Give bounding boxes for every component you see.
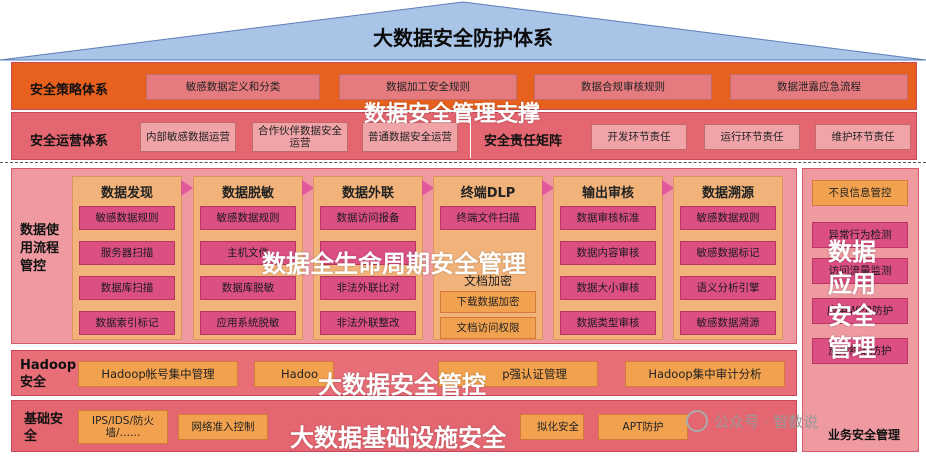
wechat-icon [686,410,708,432]
column-item: 敏感数据溯源 [680,311,776,335]
app-item: 应用WEB防护 [812,298,908,324]
roof-shape [0,1,926,61]
column-title: 数据外联 [341,186,394,201]
app-item: 不良信息管控 [812,180,908,206]
app-overlay-line: 应用 [828,270,876,298]
column-title: 数据溯源 [701,186,754,201]
column-item: 服务器扫描 [79,241,175,265]
column-item: 敏感数据规则 [200,206,296,230]
infra-overlay: 大数据基础设施安全 [290,424,506,452]
matrix-item: 开发环节责任 [591,124,687,150]
flow-arrow [302,180,314,196]
infra-item: IPS/IDS/防火墙/…… [78,410,168,444]
watermark: 公众号 · 智数说 [714,413,819,431]
column-item: 语义分析引擎 [680,276,776,300]
flow-arrow [181,180,193,196]
column-item: 敏感数据规则 [680,206,776,230]
column-item: 敏感数据标记 [680,241,776,265]
column-item: 文档加密 [463,274,512,288]
infra-item: 网络准入控制 [178,414,268,440]
strategy-item: 数据泄露应急流程 [730,74,908,100]
column-item: 数据审核标准 [560,206,656,230]
infra-label: 基础安全 [24,412,64,444]
column-item: 数据库扫描 [79,276,175,300]
app-item: 异常行为检测 [812,222,908,248]
section-divider [0,162,926,163]
hadoop-item: Hadoo [254,361,334,387]
app-item: 访问流量监测 [812,258,908,284]
operations-item: 内部敏感数据运营 [140,122,236,152]
column-item: 应用系统脱敏 [200,311,296,335]
matrix-item: 运行环节责任 [704,124,800,150]
operations-label: 安全运营体系 [30,134,109,149]
column-title: 数据发现 [100,186,153,201]
matrix-divider [470,116,471,158]
column-title: 数据脱敏 [221,186,274,201]
page-title: 大数据安全防护体系 [373,26,553,50]
hadoop-label: Hadoop安全 [20,358,77,390]
lifecycle-overlay: 数据全生命周期安全管理 [262,250,526,278]
strategy-item: 数据加工安全规则 [339,74,517,100]
flow-arrow [542,180,554,196]
operations-item: 普通数据安全运营 [362,122,458,152]
app-overlay-line: 数据 [828,238,876,266]
app-overlay-line: 管理 [828,334,876,362]
operations-item: 合作伙伴数据安全运营 [252,122,348,152]
flow-arrow [422,180,434,196]
column-item: 数据内容审核 [560,241,656,265]
hadoop-item: Hadoop集中审计分析 [625,361,785,387]
column-item: 数据库脱敏 [200,276,296,300]
column-item: 终端文件扫描 [440,206,536,230]
column-item: 数据访问报备 [320,206,416,230]
management-support-overlay: 数据安全管理支撑 [364,102,541,127]
matrix-item: 维护环节责任 [815,124,911,150]
strategy-item: 敏感数据定义和分类 [146,74,320,100]
column-item: 敏感数据规则 [79,206,175,230]
bigdata-overlay: 大数据安全管控 [318,371,486,399]
column-item: 数据索引标记 [79,311,175,335]
app-footer-label: 业务安全管理 [827,428,900,442]
column-item: 数据大小审核 [560,276,656,300]
column-item: 数据类型审核 [560,311,656,335]
column-item: 文档访问权限 [440,317,536,339]
column-item: 下载数据加密 [440,291,536,313]
column-item: 主机文件 [200,241,296,265]
app-overlay-line: 安全 [828,302,876,330]
column-item [320,241,416,265]
strategy-label: 安全策略体系 [30,83,109,98]
lifecycle-label: 数据使用流程管控 [20,223,60,274]
flow-arrow [662,180,674,196]
column-title: 终端DLP [460,186,516,201]
matrix-label: 安全责任矩阵 [484,134,563,149]
column-item: 非法外联比对 [320,276,416,300]
column-title: 输出审核 [581,186,634,201]
strategy-item: 数据合规审核规则 [534,74,712,100]
infra-item: APT防护 [598,414,688,440]
column-item: 非法外联整改 [320,311,416,335]
app-overlay: 数据 应用 安全 管理 [828,236,876,364]
infra-item: 拟化安全 [520,414,584,440]
hadoop-item: p强认证管理 [438,361,598,387]
hadoop-item: Hadoop帐号集中管理 [78,361,238,387]
app-item: 应用终端防护 [812,338,908,364]
